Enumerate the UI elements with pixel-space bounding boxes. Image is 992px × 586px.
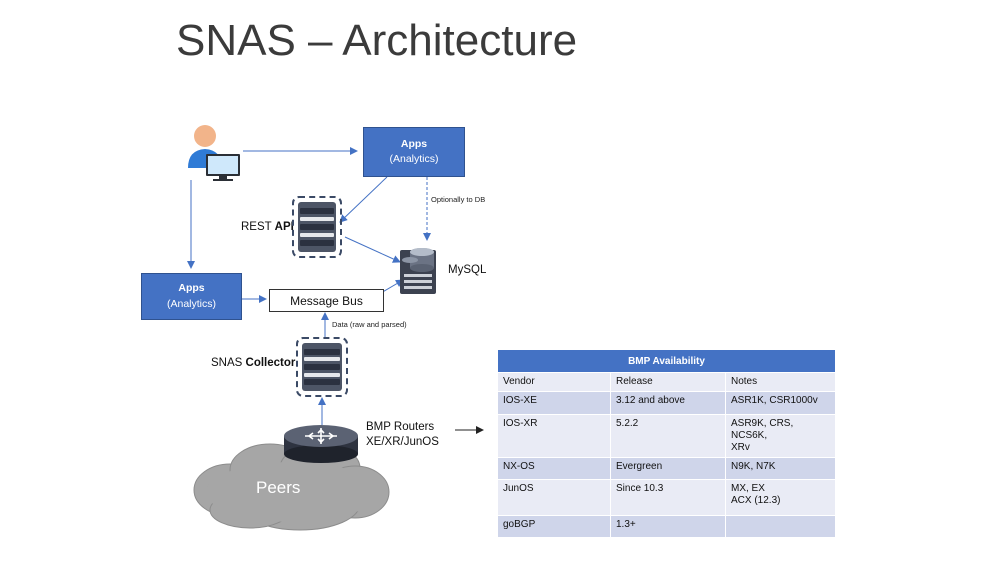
release-cell: Since 10.3 [610,479,726,516]
notes-line: ASR1K, CSR1000v [731,395,818,406]
release-cell: 3.12 and above [610,391,726,415]
apps-top-sublabel: (Analytics) [389,153,439,165]
data-raw-parsed-note: Data (raw and parsed) [332,320,407,329]
rest-api-label-bold: API [274,221,294,233]
snas-collector-server-icon [296,337,348,397]
bmp-availability-table: BMP Availability Vendor Release Notes IO… [497,349,836,538]
column-header: Notes [725,372,836,392]
table-row: JunOS Since 10.3 MX, EX ACX (12.3) [497,479,836,516]
apps-analytics-left-box: Apps (Analytics) [141,273,242,320]
peers-label: Peers [256,478,301,497]
table-header-row: Vendor Release Notes [497,372,836,392]
vendor-cell: JunOS [497,479,611,516]
notes-line: ASR9K, CRS, NCS6K, [731,418,794,441]
mysql-label: MySQL [448,264,487,276]
arrow-bus-to-mysql [380,279,404,294]
database-icon [400,248,436,294]
notes-line: XRv [731,442,750,453]
router-icon [284,425,358,463]
notes-cell: ASR1K, CSR1000v [725,391,836,415]
table-caption: BMP Availability [497,349,836,373]
notes-cell: MX, EX ACX (12.3) [725,479,836,516]
snas-collector-label-prefix: SNAS [211,357,246,369]
apps-top-label: Apps [400,137,428,150]
message-bus-box: Message Bus [269,289,384,312]
notes-cell [725,515,836,538]
notes-cell: N9K, N7K [725,457,836,480]
notes-cell: ASR9K, CRS, NCS6K, XRv [725,414,836,458]
rest-api-label: REST API [241,221,294,233]
vendor-cell: goBGP [497,515,611,538]
table-row: NX-OS Evergreen N9K, N7K [497,457,836,480]
apps-left-sublabel: (Analytics) [166,297,216,310]
table-row: IOS-XE 3.12 and above ASR1K, CSR1000v [497,391,836,415]
rest-api-server-icon [292,196,342,258]
column-header: Release [610,372,726,392]
vendor-cell: IOS-XE [497,391,611,415]
notes-line: MX, EX [731,483,765,494]
rest-api-label-prefix: REST [241,221,275,233]
table-row: IOS-XR 5.2.2 ASR9K, CRS, NCS6K, XRv [497,414,836,458]
column-header: Vendor [497,372,611,392]
apps-analytics-top-box: Apps (Analytics) [363,127,465,177]
snas-collector-label: SNAS Collector [211,357,295,369]
notes-line: N9K, N7K [731,461,776,472]
message-bus-label: Message Bus [290,293,363,308]
snas-collector-label-bold: Collector [245,357,296,369]
optionally-to-db-note: Optionally to DB [431,195,486,204]
notes-line: ACX (12.3) [731,495,781,506]
apps-left-label: Apps [178,282,205,295]
bmp-routers-line2: XE/XR/JunOS [366,436,439,448]
release-cell: 1.3+ [610,515,726,538]
arrow-apps-top-to-rest [339,176,388,223]
arrow-rest-to-mysql [344,236,401,263]
user-at-computer-icon [188,125,240,181]
release-cell: 5.2.2 [610,414,726,458]
table-row: goBGP 1.3+ [497,515,836,538]
bmp-routers-line1: BMP Routers [366,421,435,433]
vendor-cell: IOS-XR [497,414,611,458]
release-cell: Evergreen [610,457,726,480]
bmp-routers-label: BMP Routers XE/XR/JunOS [366,420,439,450]
vendor-cell: NX-OS [497,457,611,480]
slide-title: SNAS – Architecture [176,16,578,65]
